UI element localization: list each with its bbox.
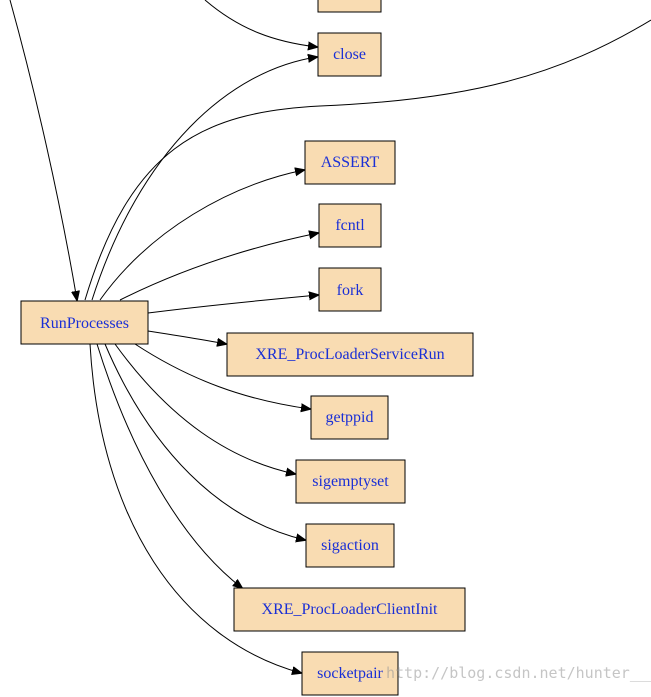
edge-runprocesses-to-socketpair: [89, 343, 301, 673]
node-runprocesses[interactable]: RunProcesses: [20, 300, 149, 345]
node-socketpair[interactable]: socketpair: [301, 651, 399, 696]
node-label: sigemptyset: [312, 473, 389, 490]
node-label: getppid: [326, 409, 374, 426]
edge-runprocesses-to-assert: [99, 170, 304, 301]
node-label: fork: [337, 282, 364, 299]
edge-offscreen-to-close: [204, 0, 317, 47]
node-xre-procloaderservicerun[interactable]: XRE_ProcLoaderServiceRun: [226, 332, 474, 377]
node-label: fcntl: [335, 217, 365, 234]
node-sigemptyset[interactable]: sigemptyset: [295, 459, 406, 504]
node-close[interactable]: close: [317, 32, 382, 77]
edge-runprocesses-to-fork: [147, 295, 318, 314]
node-label: close: [333, 46, 366, 63]
edge-incoming-to-runprocesses: [9, 0, 77, 300]
node-label: RunProcesses: [40, 315, 129, 332]
edge-offscreen-long-curve: [84, 19, 651, 301]
node-label: XRE_ProcLoaderClientInit: [262, 601, 439, 618]
edge-runprocesses-to-getppid: [134, 343, 310, 409]
edge-runprocesses-to-sigaction: [104, 343, 305, 540]
node-sigaction[interactable]: sigaction: [305, 523, 395, 568]
node-xre-procloaderclientinit[interactable]: XRE_ProcLoaderClientInit: [233, 587, 466, 632]
edge-runprocesses-to-fcntl: [119, 233, 318, 301]
node-fork[interactable]: fork: [318, 267, 382, 312]
node-label: socketpair: [317, 665, 383, 682]
edge-runprocesses-to-xre-servicerun: [147, 330, 226, 344]
node-fcntl[interactable]: fcntl: [318, 203, 382, 248]
node-offscreen-top: [317, 0, 382, 13]
edge-runprocesses-to-xre-clientinit: [96, 343, 242, 588]
node-assert[interactable]: ASSERT: [304, 140, 396, 185]
node-label: sigaction: [321, 537, 379, 554]
node-getppid[interactable]: getppid: [310, 395, 389, 440]
node-label: ASSERT: [321, 154, 380, 171]
watermark-text: http://blog.csdn.net/hunter___: [386, 664, 651, 682]
edge-runprocesses-to-close: [91, 57, 317, 301]
node-label: XRE_ProcLoaderServiceRun: [255, 346, 444, 363]
edge-runprocesses-to-sigemptyset: [114, 343, 295, 474]
